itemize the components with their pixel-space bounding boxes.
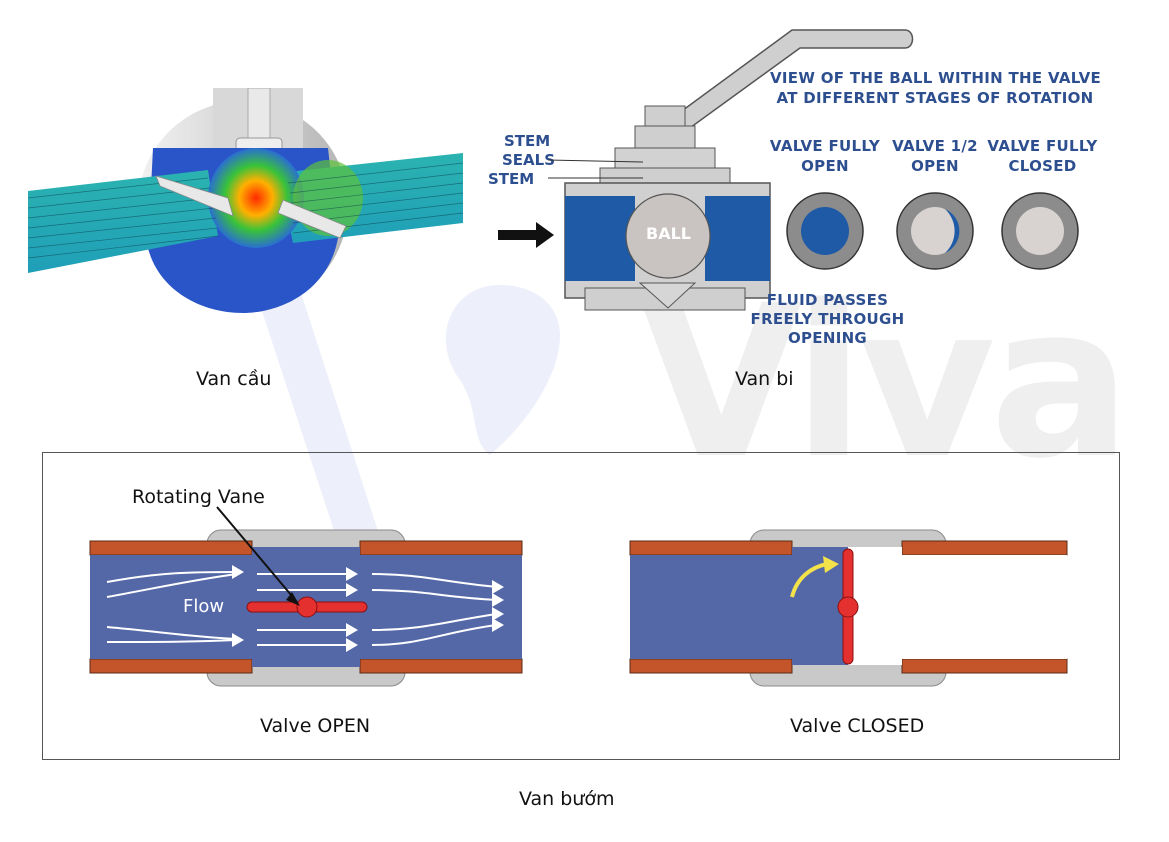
ball-label: BALL: [646, 224, 691, 243]
ball-rotation-stages: [786, 192, 1079, 270]
stage-half-line1: VALVE 1/2: [892, 137, 978, 155]
stage-open-line1: VALVE FULLY: [769, 137, 881, 155]
valve-closed-label: Valve CLOSED: [790, 715, 925, 737]
part-leader-lines: [548, 159, 644, 179]
stem-label-bottom: STEM: [488, 170, 535, 188]
stage-closed-line1: VALVE FULLY: [987, 137, 1098, 155]
curved-arrow-icon: [790, 556, 839, 598]
butterfly-valve-diagram: [89, 506, 1068, 687]
fluid-note-line1: FLUID PASSES: [766, 291, 889, 309]
ball-valve-caption: Van bi: [735, 368, 794, 390]
ball-view-title-line2: AT DIFFERENT STAGES OF ROTATION: [776, 89, 1094, 107]
butterfly-valve-caption: Van bướm: [519, 788, 615, 810]
flow-label: Flow: [183, 596, 225, 617]
stage-half-line2: OPEN: [911, 157, 959, 175]
fluid-note-line3: OPENING: [787, 329, 868, 347]
ball-view-title-line1: VIEW OF THE BALL WITHIN THE VALVE: [770, 69, 1102, 87]
right-arrow-icon: [498, 222, 554, 248]
butterfly-valve-frame: [42, 452, 1120, 760]
globe-valve-caption: Van cầu: [196, 368, 272, 390]
valve-open-label: Valve OPEN: [260, 715, 371, 737]
seals-label: SEALS: [502, 151, 556, 169]
stage-closed-line2: CLOSED: [1008, 157, 1077, 175]
fluid-note-line2: FREELY THROUGH: [750, 310, 905, 328]
stem-label-top: STEM: [504, 132, 551, 150]
rotating-vane-label: Rotating Vane: [132, 486, 265, 508]
ball-valve-illustration: [564, 29, 914, 311]
globe-valve-cfd-illustration: [28, 88, 464, 313]
stage-open-line2: OPEN: [801, 157, 849, 175]
